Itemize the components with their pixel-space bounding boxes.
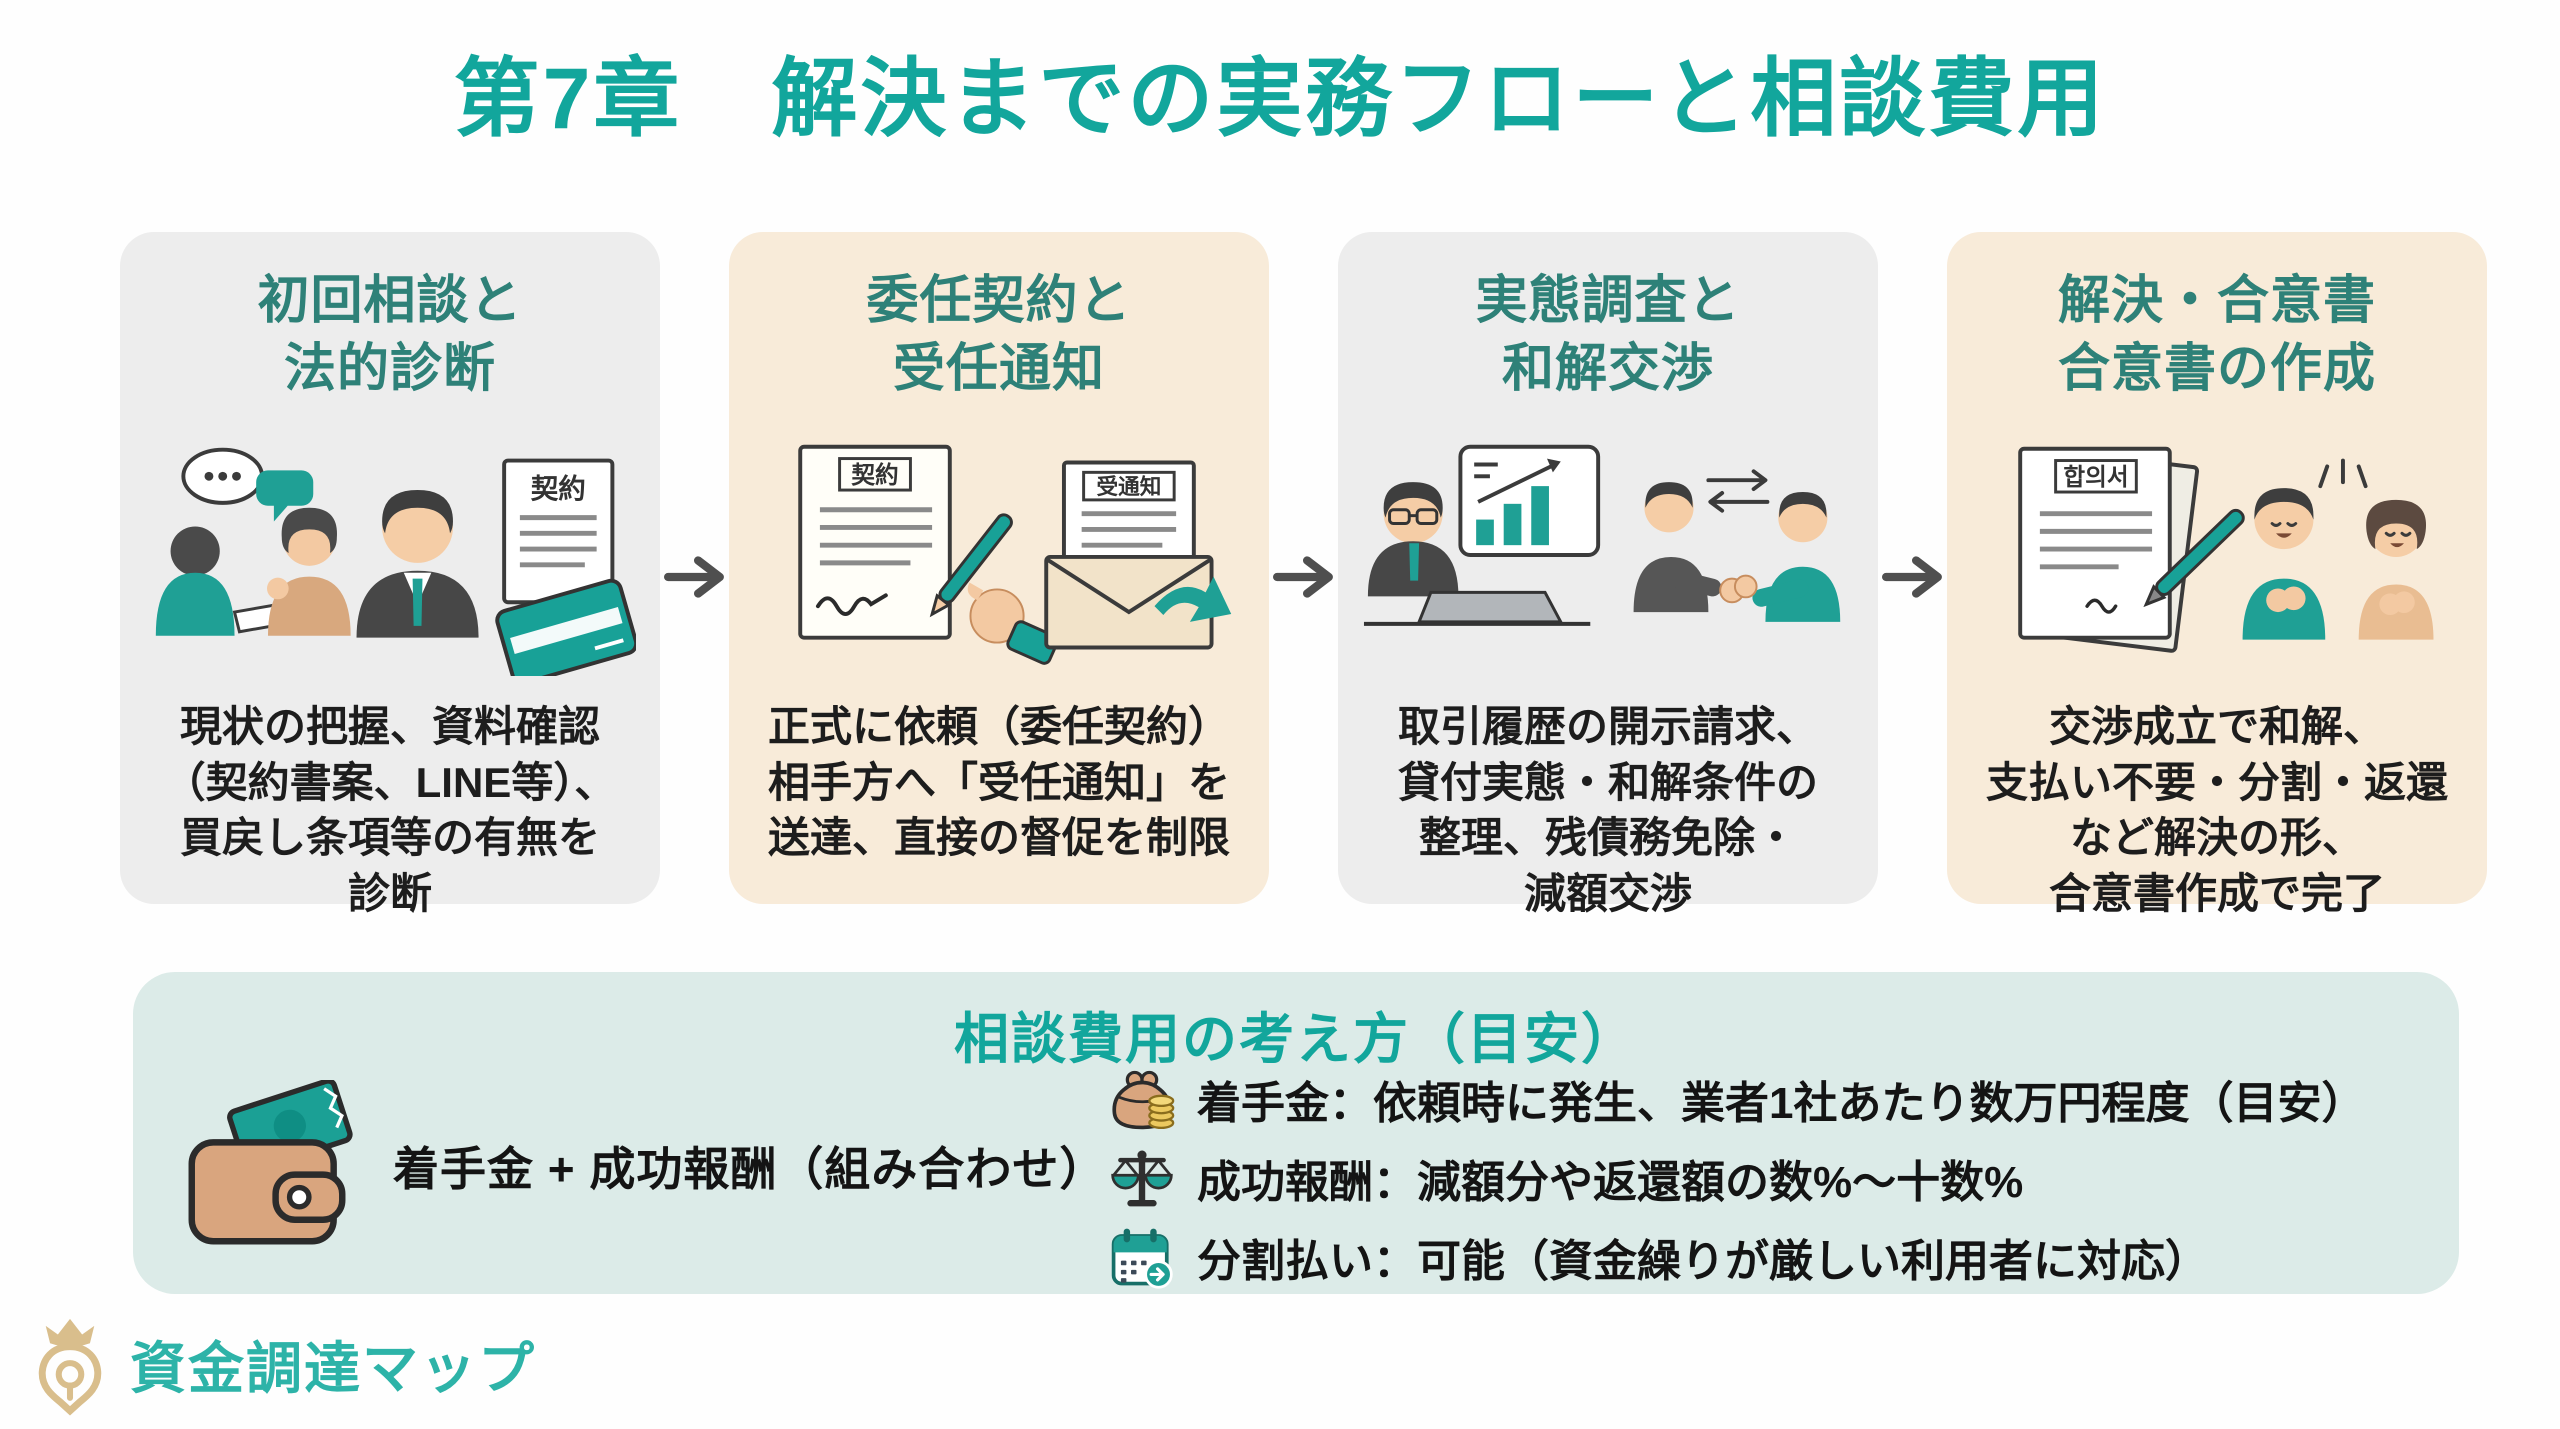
flow-arrow xyxy=(660,232,729,904)
step-description: 交渉成立で和解、 支払い不要・分割・返還 など解決の形、 合意書作成で完了 xyxy=(1985,703,2448,917)
card-icon xyxy=(495,578,636,677)
step-title: 委任契約と 受任通知 xyxy=(866,272,1132,398)
consultation-illustration: 契約 xyxy=(136,429,644,681)
scales-icon xyxy=(1111,1150,1173,1207)
wallet-icon xyxy=(188,1080,353,1245)
fee-item-text: 成功報酬：減額分や返還額の数%〜十数% xyxy=(1197,1158,2024,1207)
send-arrow-icon xyxy=(1154,576,1232,623)
fee-item-text: 着手金：依頼時に発生、業者1社あたり数万円程度（目安） xyxy=(1197,1079,2366,1128)
flow-arrow xyxy=(1269,232,1338,904)
signing-notice-scene-icon: 契約 受通知 xyxy=(798,444,1232,665)
step-title: 実態調査と 和解交渉 xyxy=(1475,272,1741,398)
right-arrow-icon xyxy=(1881,556,1942,598)
fees-summary-text: 着手金 + 成功報酬（組み合わせ） xyxy=(393,1143,1107,1195)
investigation-illustration xyxy=(1354,429,1862,681)
step-title: 解決・合意書 合意書の作成 xyxy=(2057,272,2376,398)
contract-doc-label: 契約 xyxy=(851,461,898,489)
fees-summary-group: 着手金 + 成功報酬（組み合わせ） xyxy=(181,1080,1106,1252)
flow-step-investigation-negotiation: 実態調査と 和解交渉 xyxy=(1338,232,1878,917)
brand-name: 資金調達マップ xyxy=(130,1336,536,1400)
flow-step-retainer-notice: 委任契約と 受任通知 契約 xyxy=(729,232,1269,904)
brand-logo: 資金調達マップ xyxy=(26,1312,536,1416)
fee-item-retainer: 着手金：依頼時に発生、業者1社あたり数万円程度（目安） xyxy=(1109,1066,2365,1132)
right-arrow-icon xyxy=(663,556,724,598)
contract-doc-label: 契約 xyxy=(531,473,586,504)
pen-icon xyxy=(929,513,1013,618)
fees-panel-title: 相談費用の考え方（目安） xyxy=(953,1008,1638,1070)
calendar-icon xyxy=(1111,1228,1173,1289)
step-description: 正式に依頼（委任契約） 相手方へ「受任通知」を 送達、直接の督促を制限 xyxy=(767,703,1230,862)
step-description: 現状の把握、資料確認 （契約書案、LINE等）、 買戻し条項等の有無を 診断 xyxy=(163,703,617,917)
analysis-handshake-scene-icon xyxy=(1363,444,1841,627)
contract-signing-illustration: 契約 受通知 xyxy=(745,429,1253,681)
agreement-celebration-scene-icon: 합의서 xyxy=(2018,446,2434,653)
pen-icon xyxy=(2143,509,2245,608)
fee-item-success-fee: 成功報酬：減額分や返還額の数%〜十数% xyxy=(1109,1145,2365,1211)
agreement-illustration: 합의서 xyxy=(1963,429,2471,681)
flow-step-initial-consultation: 初回相談と 法的診断 xyxy=(120,232,660,917)
right-arrow-icon xyxy=(1272,556,1333,598)
page-title: 第7章 解決までの実務フローと相談費用 xyxy=(453,51,2107,147)
flow-arrow xyxy=(1878,232,1947,904)
fee-item-installments: 分割払い：可能（資金繰りが厳しい利用者に対応） xyxy=(1109,1224,2365,1290)
fee-item-text: 分割払い：可能（資金繰りが厳しい利用者に対応） xyxy=(1197,1237,2209,1286)
consultation-scene-icon: 契約 xyxy=(155,447,636,677)
process-flow: 初回相談と 法的診断 xyxy=(120,232,2488,917)
fees-panel: 相談費用の考え方（目安） 着手金 + 成功報酬（組み合わせ） xyxy=(133,972,2459,1294)
step-description: 取引履歴の開示請求、 貸付実態・和解条件の 整理、残債務免除・ 減額交渉 xyxy=(1397,703,1818,917)
purse-icon xyxy=(1112,1070,1175,1130)
notice-doc-label: 受通知 xyxy=(1096,474,1161,499)
fees-list: 着手金：依頼時に発生、業者1社あたり数万円程度（目安） 成功報酬：減額分や返還額… xyxy=(1109,1066,2365,1290)
flow-step-settlement-agreement: 解決・合意書 合意書の作成 합의서 xyxy=(1947,232,2487,917)
step-title: 初回相談と 法的診断 xyxy=(257,272,523,398)
agreement-doc-label: 합의서 xyxy=(2063,464,2128,491)
crown-map-pin-icon xyxy=(38,1318,102,1416)
